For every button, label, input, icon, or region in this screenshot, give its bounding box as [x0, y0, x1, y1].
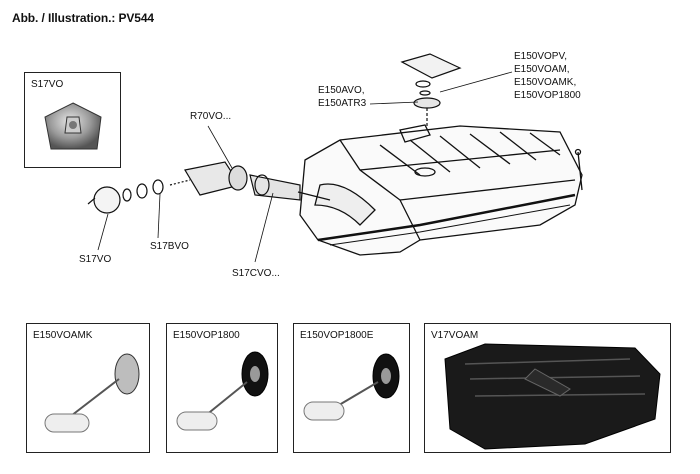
leader-lines — [97, 71, 513, 263]
fuel-tank-photo — [444, 343, 661, 450]
panel-label: E150VOAMK — [33, 330, 93, 341]
panel-label: E150VOP1800E — [300, 330, 374, 341]
page-title: Abb. / Illustration.: PV544 — [12, 11, 154, 25]
panel-e150vop1800e: E150VOP1800E — [293, 323, 410, 453]
label-s17vo: S17VO — [79, 254, 112, 265]
panel-label: E150VOP1800 — [173, 330, 240, 341]
sender-unit-photo — [303, 353, 400, 421]
panel-label: V17VOAM — [431, 330, 479, 341]
label-e150voam: E150VOAM, — [514, 64, 570, 75]
label-e150vop1800: E150VOP1800 — [514, 90, 581, 101]
sender-flange-drawing — [400, 53, 462, 128]
label-e150vopv: E150VOPV, — [514, 51, 568, 62]
filler-pipe-drawing — [87, 161, 331, 214]
fuel-tank-drawing — [299, 124, 583, 256]
label-e150vopv-group: E150VOPV, E150VOAM, E150VOAMK, E150VOP18… — [514, 50, 581, 102]
label-e150voamk: E150VOAMK, — [514, 77, 577, 88]
sender-unit-photo — [176, 351, 269, 431]
label-s17cvo: S17CVO... — [232, 268, 280, 279]
sender-unit-photo — [44, 353, 140, 433]
label-e150avo: E150AVO, — [318, 85, 365, 96]
label-s17bvo: S17BVO — [150, 241, 189, 252]
inset-s17vo-label: S17VO — [31, 79, 64, 90]
inset-s17vo: S17VO — [24, 72, 121, 168]
panel-v17voam: V17VOAM — [424, 323, 671, 453]
label-r70vo: R70VO... — [190, 111, 232, 122]
fuel-cap-photo — [44, 102, 102, 150]
panel-e150vop1800: E150VOP1800 — [166, 323, 278, 453]
panel-e150voamk: E150VOAMK — [26, 323, 150, 453]
label-e150atr3: E150ATR3 — [318, 98, 367, 109]
